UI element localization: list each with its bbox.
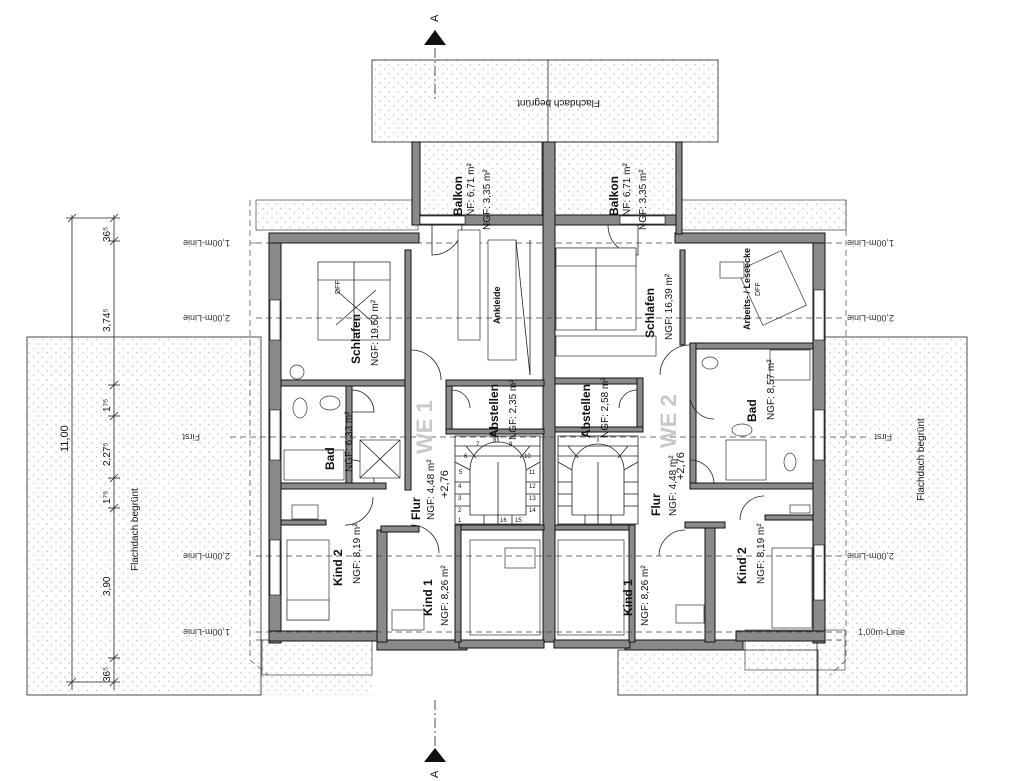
level-we2: +2,76 [675, 452, 687, 480]
balcony-right-floor [547, 141, 681, 219]
dim-segment-3: 1⁷⁵ [102, 399, 113, 412]
section-marker-top: A [429, 14, 441, 22]
room-we2-kind2-ngf: NGF: 8,19 m² [756, 523, 767, 584]
stair-we2 [557, 435, 639, 525]
dim-segment-7: 36⁵ [102, 667, 113, 682]
rooms-we1: Balkon NF: 6,71 m² NGF: 3,35 m² Ankleide… [323, 163, 519, 626]
room-we2-kind1-ngf: NGF: 8,26 m² [640, 565, 651, 626]
line-2m-label-right-bottom: 2,00m-Linie [847, 551, 894, 561]
roof-eaves-top-left [255, 199, 419, 231]
window-tag-we1: DFF [335, 280, 342, 294]
line-2m-label-right-top: 2,00m-Linie [847, 313, 894, 323]
unit-label-we2: WE 2 [656, 394, 681, 448]
room-we1-kind1-ngf: NGF: 8,26 m² [440, 565, 451, 626]
dim-segment-6: 3,90 [102, 576, 113, 596]
room-we2-flur-ngf: NGF: 4,48 m² [668, 455, 679, 516]
dim-total: 11,00 [59, 425, 71, 452]
room-we1-balkon-ngf: NGF: 3,35 m² [482, 169, 493, 230]
stair-step-9: 9 [509, 442, 513, 448]
line-1m-label-right-bottom: 1,00m-Linie [858, 627, 905, 637]
flat-roof-label-right: Flachdach begrünt [916, 418, 927, 501]
dim-segment-2: 3,74⁵ [102, 308, 113, 332]
doors [344, 224, 765, 557]
line-2m-label-left-bottom: 2,00m-Linie [183, 551, 230, 561]
flat-roof-top [371, 59, 719, 143]
section-markers: A A [424, 14, 446, 778]
line-1m-label-right-top: 1,00m-Linie [847, 238, 894, 248]
roof-eaves-bottom-left [261, 639, 373, 676]
line-1m-label-left-bottom: 1,00m-Linie [183, 627, 230, 637]
room-we1-abstellen: Abstellen [487, 384, 501, 438]
stair-step-4: 4 [458, 484, 462, 490]
room-we2-abstellen: Abstellen [579, 384, 593, 438]
room-we1-schlafen: Schlafen [349, 314, 363, 364]
stair-step-2: 2 [458, 508, 462, 514]
room-we2-balkon: Balkon [607, 176, 621, 216]
first-label-left: First [182, 432, 200, 442]
line-2m-label-left-top: 2,00m-Linie [183, 313, 230, 323]
stair-step-8: 8 [493, 438, 497, 444]
room-we1-kind1: Kind 1 [421, 579, 435, 616]
section-marker-bottom: A [429, 770, 441, 778]
height-lines: 1,00m-Linie 1,00m-Linie 2,00m-Linie 2,00… [182, 238, 905, 637]
stair-step-14: 14 [529, 508, 536, 514]
room-we1-bad-ngf: NGF: 6,33 m² [344, 411, 355, 472]
stair-step-12: 12 [529, 484, 536, 490]
room-we1-flur-ngf: NGF: 4,48 m² [426, 459, 437, 520]
dim-segment-4: 2,27⁵ [102, 442, 113, 466]
room-we1-bad: Bad [323, 447, 337, 470]
stair-step-6: 6 [464, 454, 468, 460]
flat-roof-label-top: Flachdach begrünt [517, 97, 600, 108]
room-we2-schlafen: Schlafen [643, 288, 657, 338]
room-we1-kind2: Kind 2 [331, 549, 345, 586]
stair-step-13: 13 [529, 496, 536, 502]
stair-step-3: 3 [458, 496, 462, 502]
room-we2-schlafen-ngf: NGF: 16,39 m² [664, 273, 675, 340]
room-we1-balkon: Balkon [451, 176, 465, 216]
flat-roof-label-left: Flachdach begrünt [130, 488, 141, 571]
dim-segment-1: 36⁵ [102, 227, 113, 242]
window-tag-we2: DFF [755, 282, 762, 296]
stair-step-11: 11 [529, 470, 536, 476]
room-we2-balkon-nf: NF: 6,71 m² [622, 163, 633, 216]
stair-step-10: 10 [524, 454, 531, 460]
room-we2-abstellen-ngf: NGF: 2,58 m² [600, 377, 611, 438]
line-1m-label-left-top: 1,00m-Linie [183, 238, 230, 248]
walls [268, 141, 826, 651]
room-we2-balkon-ngf: NGF: 3,35 m² [638, 169, 649, 230]
stair-step-1: 1 [458, 518, 462, 524]
stair-we1: 1 2 3 4 5 6 7 8 9 10 11 12 13 14 15 16 [454, 435, 541, 525]
stair-step-16: 16 [500, 518, 507, 524]
room-we1-schlafen-ngf: NGF: 19,50 m² [370, 299, 381, 366]
room-we2-bad-ngf: NGF: 8,57 m² [766, 359, 777, 420]
roof-eaves-top-right [677, 199, 847, 231]
room-we2-kind1: Kind 1 [621, 579, 635, 616]
flat-roofs [26, 59, 968, 696]
stair-step-5: 5 [459, 470, 463, 476]
first-label-right: First [874, 432, 892, 442]
stair-step-7: 7 [476, 442, 480, 448]
room-we2-arbeiten: Arbeits- / Leseecke [742, 248, 752, 330]
furniture: DFF DFF [283, 229, 813, 636]
stair-step-15: 15 [515, 518, 522, 524]
room-we2-kind2: Kind 2 [735, 547, 749, 584]
level-we1: +2,76 [439, 470, 451, 498]
room-we1-balkon-nf: NF: 6,71 m² [466, 163, 477, 216]
section-arrow-bottom [424, 748, 446, 762]
room-we1-flur: Flur [409, 497, 423, 520]
dimension-chain: 11,00 36⁵ 3,74⁵ 1⁷⁵ 2,27⁵ 1⁷⁵ 3,90 36⁵ [59, 213, 120, 690]
room-we1-kind2-ngf: NGF: 8,19 m² [352, 523, 363, 584]
flat-roof-left [26, 336, 262, 696]
room-we1-abstellen-ngf: NGF: 2,35 m² [508, 379, 519, 440]
dim-segment-5: 1⁷⁵ [102, 491, 113, 504]
room-we2-flur: Flur [649, 493, 663, 516]
room-we2-bad: Bad [745, 399, 759, 422]
balcony-left-floor [413, 141, 543, 219]
rooms-we2: Balkon NF: 6,71 m² NGF: 3,35 m² Schlafen… [579, 163, 777, 626]
room-we1-ankleide: Ankleide [492, 286, 502, 324]
unit-label-we1: WE 1 [412, 400, 437, 454]
flat-roof-bottom-left [262, 675, 372, 695]
section-arrow-top [424, 30, 446, 45]
